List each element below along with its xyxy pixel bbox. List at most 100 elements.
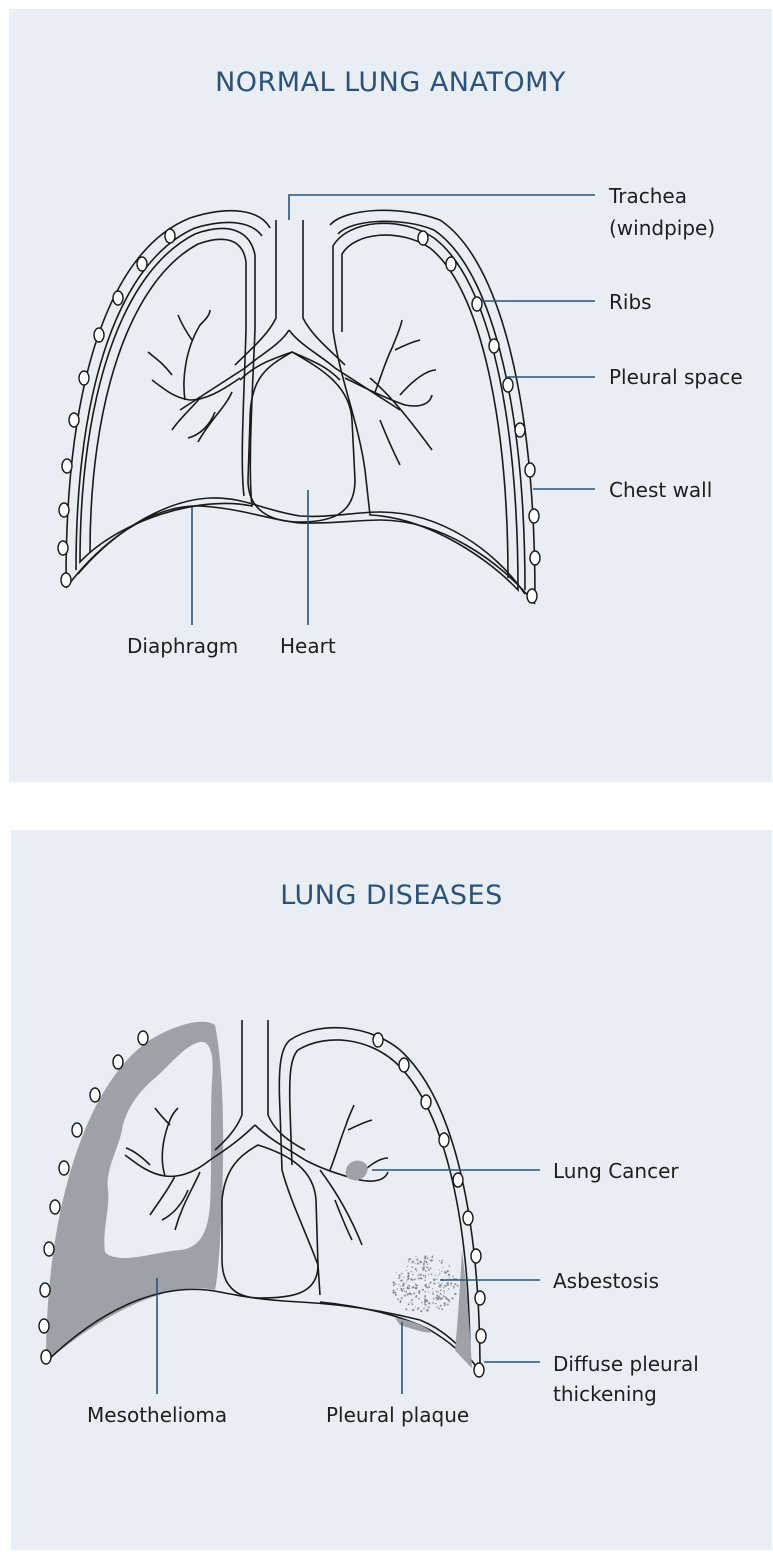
- asbestosis-speck: [425, 1261, 427, 1263]
- asbestosis-speck: [423, 1308, 424, 1309]
- pleural-plaque-fill: [395, 1318, 432, 1333]
- asbestosis-speck: [403, 1283, 405, 1285]
- diffuse-label: Diffuse pleural: [553, 1352, 699, 1376]
- asbestosis-speck: [448, 1288, 449, 1289]
- asbestosis-speck: [404, 1290, 405, 1291]
- asbestosis-speck: [450, 1285, 451, 1286]
- asbestosis-speck: [427, 1301, 429, 1303]
- asbestosis-speck: [399, 1276, 401, 1278]
- asbestosis-speck: [425, 1291, 427, 1293]
- asbestosis-speck: [415, 1263, 416, 1264]
- asbestosis-speck: [454, 1293, 456, 1295]
- asbestosis-speck: [406, 1293, 408, 1295]
- asbestosis-speck: [408, 1303, 410, 1305]
- asbestosis-speck: [432, 1302, 434, 1304]
- asbestosis-speck: [397, 1298, 399, 1300]
- asbestosis-speck: [433, 1282, 435, 1284]
- asbestosis-speck: [406, 1287, 408, 1289]
- bronchi: [180, 330, 400, 410]
- asbestosis-speck: [423, 1262, 425, 1264]
- normal-lung-diagram: Trachea (windpipe) Ribs Pleural space Ch…: [9, 9, 772, 782]
- asbestosis-speck: [454, 1283, 456, 1285]
- asbestosis-speck: [406, 1279, 407, 1280]
- right-bronchial-tree: [345, 320, 436, 465]
- asbestosis-speck: [427, 1263, 428, 1264]
- asbestosis-speck: [408, 1285, 410, 1287]
- asbestosis-speck: [444, 1293, 445, 1294]
- asbestosis-speck: [416, 1295, 417, 1296]
- asbestosis-speck: [432, 1255, 433, 1256]
- asbestosis-speck: [422, 1289, 423, 1290]
- asbestosis-speck: [404, 1295, 406, 1297]
- asbestosis-speck: [436, 1294, 438, 1296]
- asbestosis-speck: [410, 1293, 412, 1295]
- asbestosis-speck: [416, 1258, 418, 1260]
- asbestosis-speck: [431, 1259, 433, 1261]
- asbestosis-speck: [411, 1299, 413, 1301]
- asbestosis-speck: [426, 1286, 428, 1288]
- asbestosis-speck: [409, 1273, 410, 1274]
- asbestosis-speck: [432, 1293, 433, 1294]
- asbestosis-speck: [431, 1273, 432, 1274]
- asbestosis-speck: [415, 1306, 416, 1307]
- asbestosis-speck: [447, 1270, 449, 1272]
- asbestosis-speck: [444, 1302, 446, 1304]
- asbestosis-speck: [425, 1275, 426, 1276]
- asbestosis-speck: [424, 1280, 425, 1281]
- asbestosis-speck: [428, 1284, 429, 1285]
- asbestosis-speck: [411, 1279, 413, 1281]
- asbestosis-speck: [411, 1287, 413, 1289]
- pleural-space-label: Pleural space: [609, 365, 743, 389]
- asbestosis-speck: [453, 1286, 455, 1288]
- asbestosis-speck: [398, 1277, 400, 1279]
- asbestosis-speck: [444, 1296, 445, 1297]
- asbestosis-speck: [436, 1290, 438, 1292]
- asbestosis-speck: [416, 1256, 417, 1257]
- asbestosis-speck: [412, 1309, 414, 1311]
- asbestosis-speck: [396, 1272, 397, 1273]
- left-bronchial-tree: [148, 310, 240, 442]
- asbestosis-speck: [407, 1276, 409, 1278]
- chest-wall-inner: [76, 221, 525, 590]
- asbestosis-speck: [436, 1299, 437, 1300]
- asbestosis-speck: [428, 1286, 430, 1288]
- asbestosis-speck: [445, 1285, 447, 1287]
- asbestosis-speck: [441, 1308, 443, 1310]
- asbestosis-speck: [426, 1309, 428, 1311]
- asbestosis-speck: [451, 1283, 452, 1284]
- asbestosis-speck: [412, 1274, 414, 1276]
- asbestosis-speck: [448, 1274, 450, 1276]
- asbestosis-speck: [426, 1284, 427, 1285]
- asbestosis-speck: [425, 1271, 426, 1272]
- asbestosis-speck: [441, 1283, 442, 1284]
- asbestosis-speck: [428, 1306, 430, 1308]
- asbestosis-speck: [417, 1275, 418, 1276]
- asbestosis-speck: [426, 1267, 427, 1268]
- asbestosis-speck: [420, 1274, 422, 1276]
- lung-diseases-panel: LUNG DISEASES: [11, 830, 772, 1550]
- asbestosis-speck: [426, 1299, 428, 1301]
- asbestosis-speck: [418, 1273, 419, 1274]
- asbestosis-speck: [437, 1292, 438, 1293]
- asbestosis-speck: [454, 1287, 455, 1288]
- asbestosis-speck: [418, 1290, 420, 1292]
- heart-shape-2: [222, 1145, 318, 1298]
- chest-wall-outer: [66, 210, 535, 598]
- asbestosis-speck: [395, 1283, 397, 1285]
- asbestosis-speck: [440, 1293, 442, 1295]
- asbestosis-speck: [428, 1303, 429, 1304]
- asbestosis-speck: [424, 1303, 426, 1305]
- asbestosis-speck: [401, 1297, 403, 1299]
- asbestosis-speck: [417, 1278, 419, 1280]
- asbestosis-speck: [408, 1261, 409, 1262]
- asbestosis-speck: [436, 1306, 437, 1307]
- asbestosis-speck: [422, 1268, 424, 1270]
- asbestosis-speck: [442, 1260, 444, 1262]
- asbestosis-speck: [439, 1273, 440, 1274]
- asbestosis-speck: [428, 1269, 430, 1271]
- asbestosis-speck: [457, 1285, 459, 1287]
- asbestosis-speck: [415, 1287, 417, 1289]
- trachea-tube: [235, 220, 345, 365]
- asbestosis-speck: [405, 1291, 407, 1293]
- asbestosis-speck: [400, 1286, 401, 1287]
